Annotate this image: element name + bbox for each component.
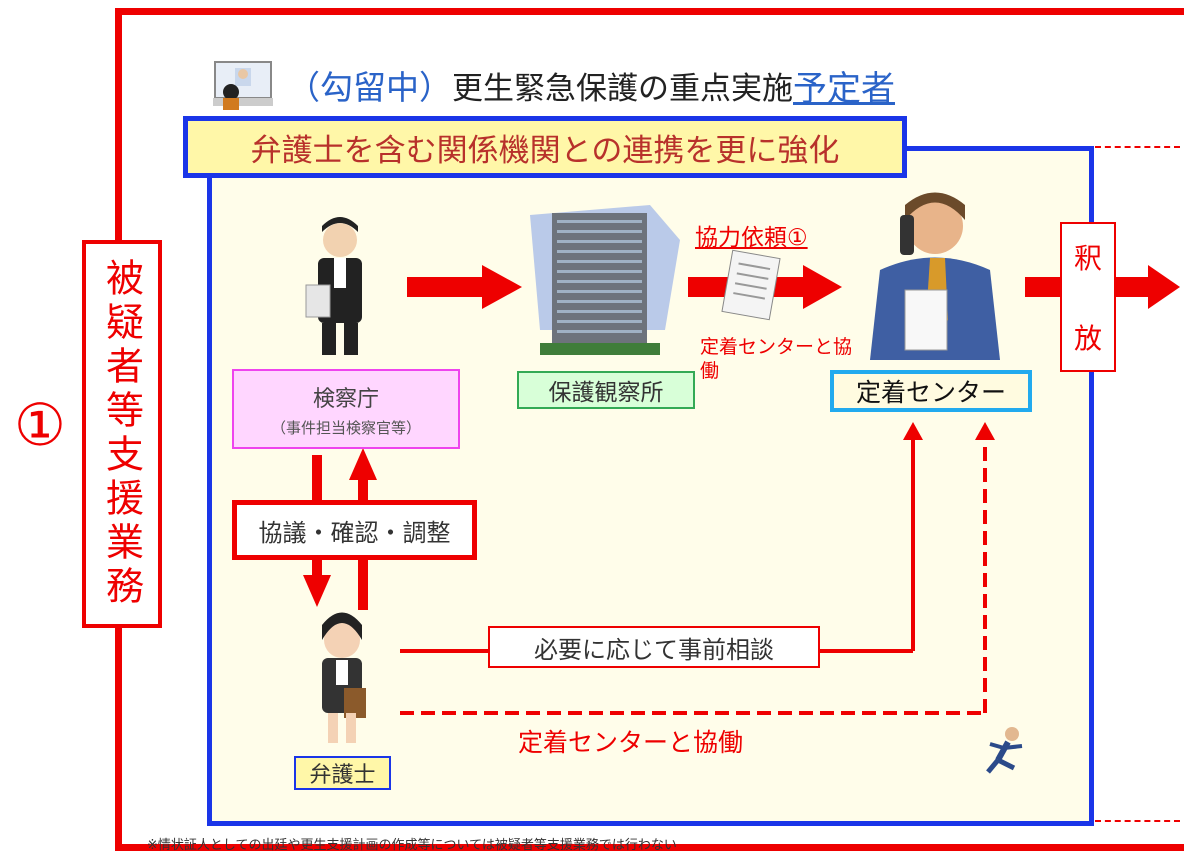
release-box: 釈 放 [1060,222,1116,372]
cooperation-request-label: 協力依頼① [695,225,808,251]
header-link-scheduled[interactable]: 予定者 [793,68,895,109]
advance-consultation-box: 必要に応じて事前相談 [488,626,820,668]
interview-icon [213,61,273,110]
footnote: ※情状証人としての出廷や更生支援計画の作成等については被疑者等支援業務では行わな… [147,838,677,853]
dashed-extension-bottom [1095,820,1180,822]
collaboration-small-label: 定着センターと協働 [700,336,853,382]
vertical-section-label: 被疑者等支援業務 [82,240,162,628]
settlement-center-box: 定着センター [830,370,1032,412]
header-title-row: （勾留中） 更生緊急保護の重点実施 予定者 [213,58,1043,112]
section-number: ① [14,391,66,459]
probation-office-box: 保護観察所 [517,371,695,409]
prosecutor-office-sub: （事件担当検察官等） [270,418,421,437]
prosecutor-office-name: 検察庁 [312,386,379,412]
collaboration-dashed-label: 定着センターと協働 [518,728,744,757]
prosecutor-office-box: 検察庁 （事件担当検察官等） [232,369,460,449]
dashed-extension-top [1095,146,1180,148]
header-status: （勾留中） [287,68,452,107]
release-char-1: 釈 [1073,242,1102,275]
release-char-2: 放 [1073,322,1102,355]
header-title: 更生緊急保護の重点実施 [452,70,793,107]
inner-title-banner: 弁護士を含む関係機関との連携を更に強化 [183,116,907,178]
consultation-box: 協議・確認・調整 [232,500,477,560]
lawyer-box: 弁護士 [294,756,391,790]
